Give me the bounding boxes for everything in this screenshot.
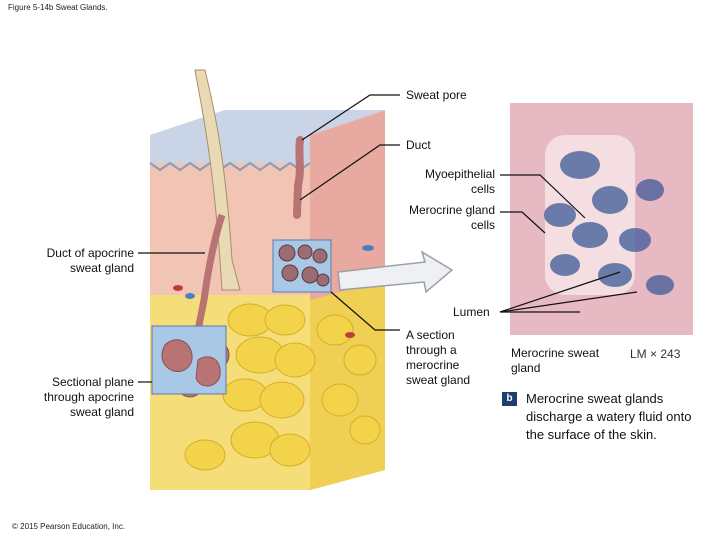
- epidermis-front: [150, 135, 310, 163]
- magnification-label: LM × 243: [630, 347, 681, 361]
- gland-cross-section: [572, 222, 608, 248]
- label-section-merocrine: A section through a merocrine sweat glan…: [406, 328, 471, 387]
- vein-section: [185, 293, 195, 299]
- section-tubule: [297, 244, 313, 260]
- micrograph: [510, 103, 693, 335]
- copyright-notice: © 2015 Pearson Education, Inc.: [12, 522, 126, 531]
- skin-block: [149, 110, 385, 490]
- epidermis-boundary: [149, 161, 311, 172]
- magnify-arrow: [337, 250, 454, 294]
- leader-lines: [138, 94, 638, 383]
- section-tubule: [278, 244, 296, 262]
- gland-cross-section: [646, 275, 674, 295]
- leader-sweat-pore: [301, 94, 400, 141]
- fat-lobule: [184, 439, 226, 471]
- hair-shaft: [194, 69, 241, 291]
- label-duct: Duct: [406, 138, 431, 152]
- apocrine-tubule: [195, 356, 221, 387]
- gland-cross-section: [550, 254, 580, 276]
- fat-lobule: [259, 381, 305, 419]
- label-duct-apocrine: Duct of apocrine sweat gland: [46, 246, 134, 275]
- label-micrograph: Merocrine sweat gland: [511, 346, 600, 375]
- gland-cross-section: [560, 151, 600, 179]
- label-merocrine-gland-cells: Merocrine gland cells: [408, 203, 495, 232]
- section-tubule: [312, 248, 328, 264]
- figure-caption: Merocrine sweat glands discharge a water…: [526, 391, 692, 442]
- fat-lobule: [343, 344, 377, 376]
- section-tubule: [301, 266, 319, 284]
- section-tubule: [281, 264, 299, 282]
- label-lumen: Lumen: [453, 305, 490, 319]
- label-sectional-plane: Sectional plane through apocrine sweat g…: [43, 375, 134, 419]
- gland-cross-section: [619, 228, 651, 252]
- panel-badge: b: [502, 392, 517, 406]
- section-tubule: [316, 273, 330, 287]
- leader-myoepithelial: [500, 174, 586, 219]
- fat-lobule: [264, 304, 306, 336]
- leader-merocrine-cells: [500, 211, 546, 234]
- artery-section: [173, 285, 183, 291]
- gland-cross-section: [544, 203, 576, 227]
- vein-section: [362, 245, 374, 251]
- gland-cross-section: [592, 186, 628, 214]
- gland-cross-section: [636, 179, 664, 201]
- gland-cross-section: [598, 263, 632, 287]
- fat-lobule: [349, 415, 381, 445]
- leader-section-merocrine: [330, 291, 400, 331]
- label-sweat-pore: Sweat pore: [406, 88, 467, 102]
- figure-title: Figure 5-14b Sweat Glands.: [8, 3, 108, 12]
- fat-lobule: [316, 314, 354, 346]
- fat-lobule: [274, 342, 316, 378]
- apocrine-tubule: [161, 339, 193, 373]
- artery-section: [345, 332, 355, 338]
- leader-lumen-1: [499, 291, 638, 313]
- merocrine-duct: [293, 136, 304, 219]
- fat-lobule: [321, 383, 359, 417]
- leader-lumen-3: [499, 271, 621, 313]
- label-myoepithelial-cells: Myoepithelial cells: [424, 167, 495, 196]
- fat-lobule: [269, 433, 311, 467]
- leader-duct: [299, 144, 400, 201]
